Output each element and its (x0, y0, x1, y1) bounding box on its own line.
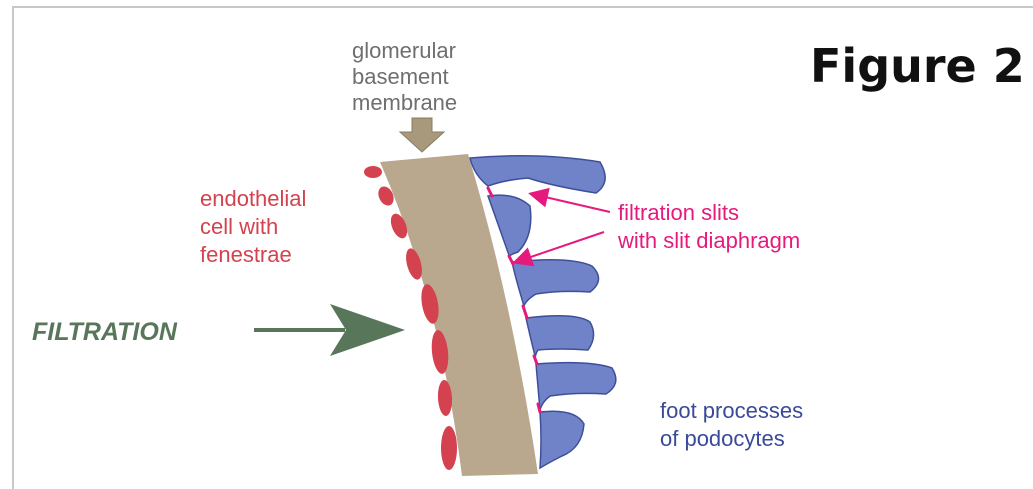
slit-diaphragm (534, 356, 537, 364)
foot-process (512, 260, 599, 306)
filtration-slits-label: filtration slits with slit diaphragm (617, 200, 800, 253)
gbm-label: glomerular basement membrane (352, 38, 457, 115)
slit-diaphragm (538, 404, 540, 412)
podocyte-label-line-1: foot processes (660, 398, 803, 423)
foot-process (540, 411, 584, 468)
gbm-label-line-2: basement (352, 64, 449, 89)
foot-process (526, 316, 594, 360)
slit-diaphragm (488, 188, 492, 196)
slit-diaphragm (523, 306, 527, 318)
filtration-slits-line-2: with slit diaphragm (617, 228, 800, 253)
down-arrow-icon (400, 118, 444, 152)
pointer-arrow (516, 232, 604, 262)
podocyte-label-line-2: of podocytes (660, 426, 785, 451)
endothelial-label-line-1: endothelial (200, 186, 306, 211)
foot-process (488, 195, 531, 258)
pointer-arrow (532, 194, 610, 212)
gbm-label-line-1: glomerular (352, 38, 456, 63)
endothelial-label: endothelial cell with fenestrae (200, 186, 306, 267)
foot-process (470, 156, 605, 193)
endothelial-label-line-3: fenestrae (200, 242, 292, 267)
figure-title: Figure 2 (810, 39, 1025, 93)
gbm-label-line-3: membrane (352, 90, 457, 115)
endothelial-label-line-2: cell with (200, 214, 278, 239)
foot-process (536, 363, 616, 410)
endothelial-fragment (364, 166, 382, 178)
slit-diaphragm (509, 256, 513, 264)
podocyte-label: foot processes of podocytes (660, 398, 803, 451)
filtration-slits-line-1: filtration slits (618, 200, 739, 225)
right-arrow-icon (254, 304, 405, 356)
filtration-label: FILTRATION (32, 318, 178, 346)
endothelial-fragment (441, 426, 457, 470)
